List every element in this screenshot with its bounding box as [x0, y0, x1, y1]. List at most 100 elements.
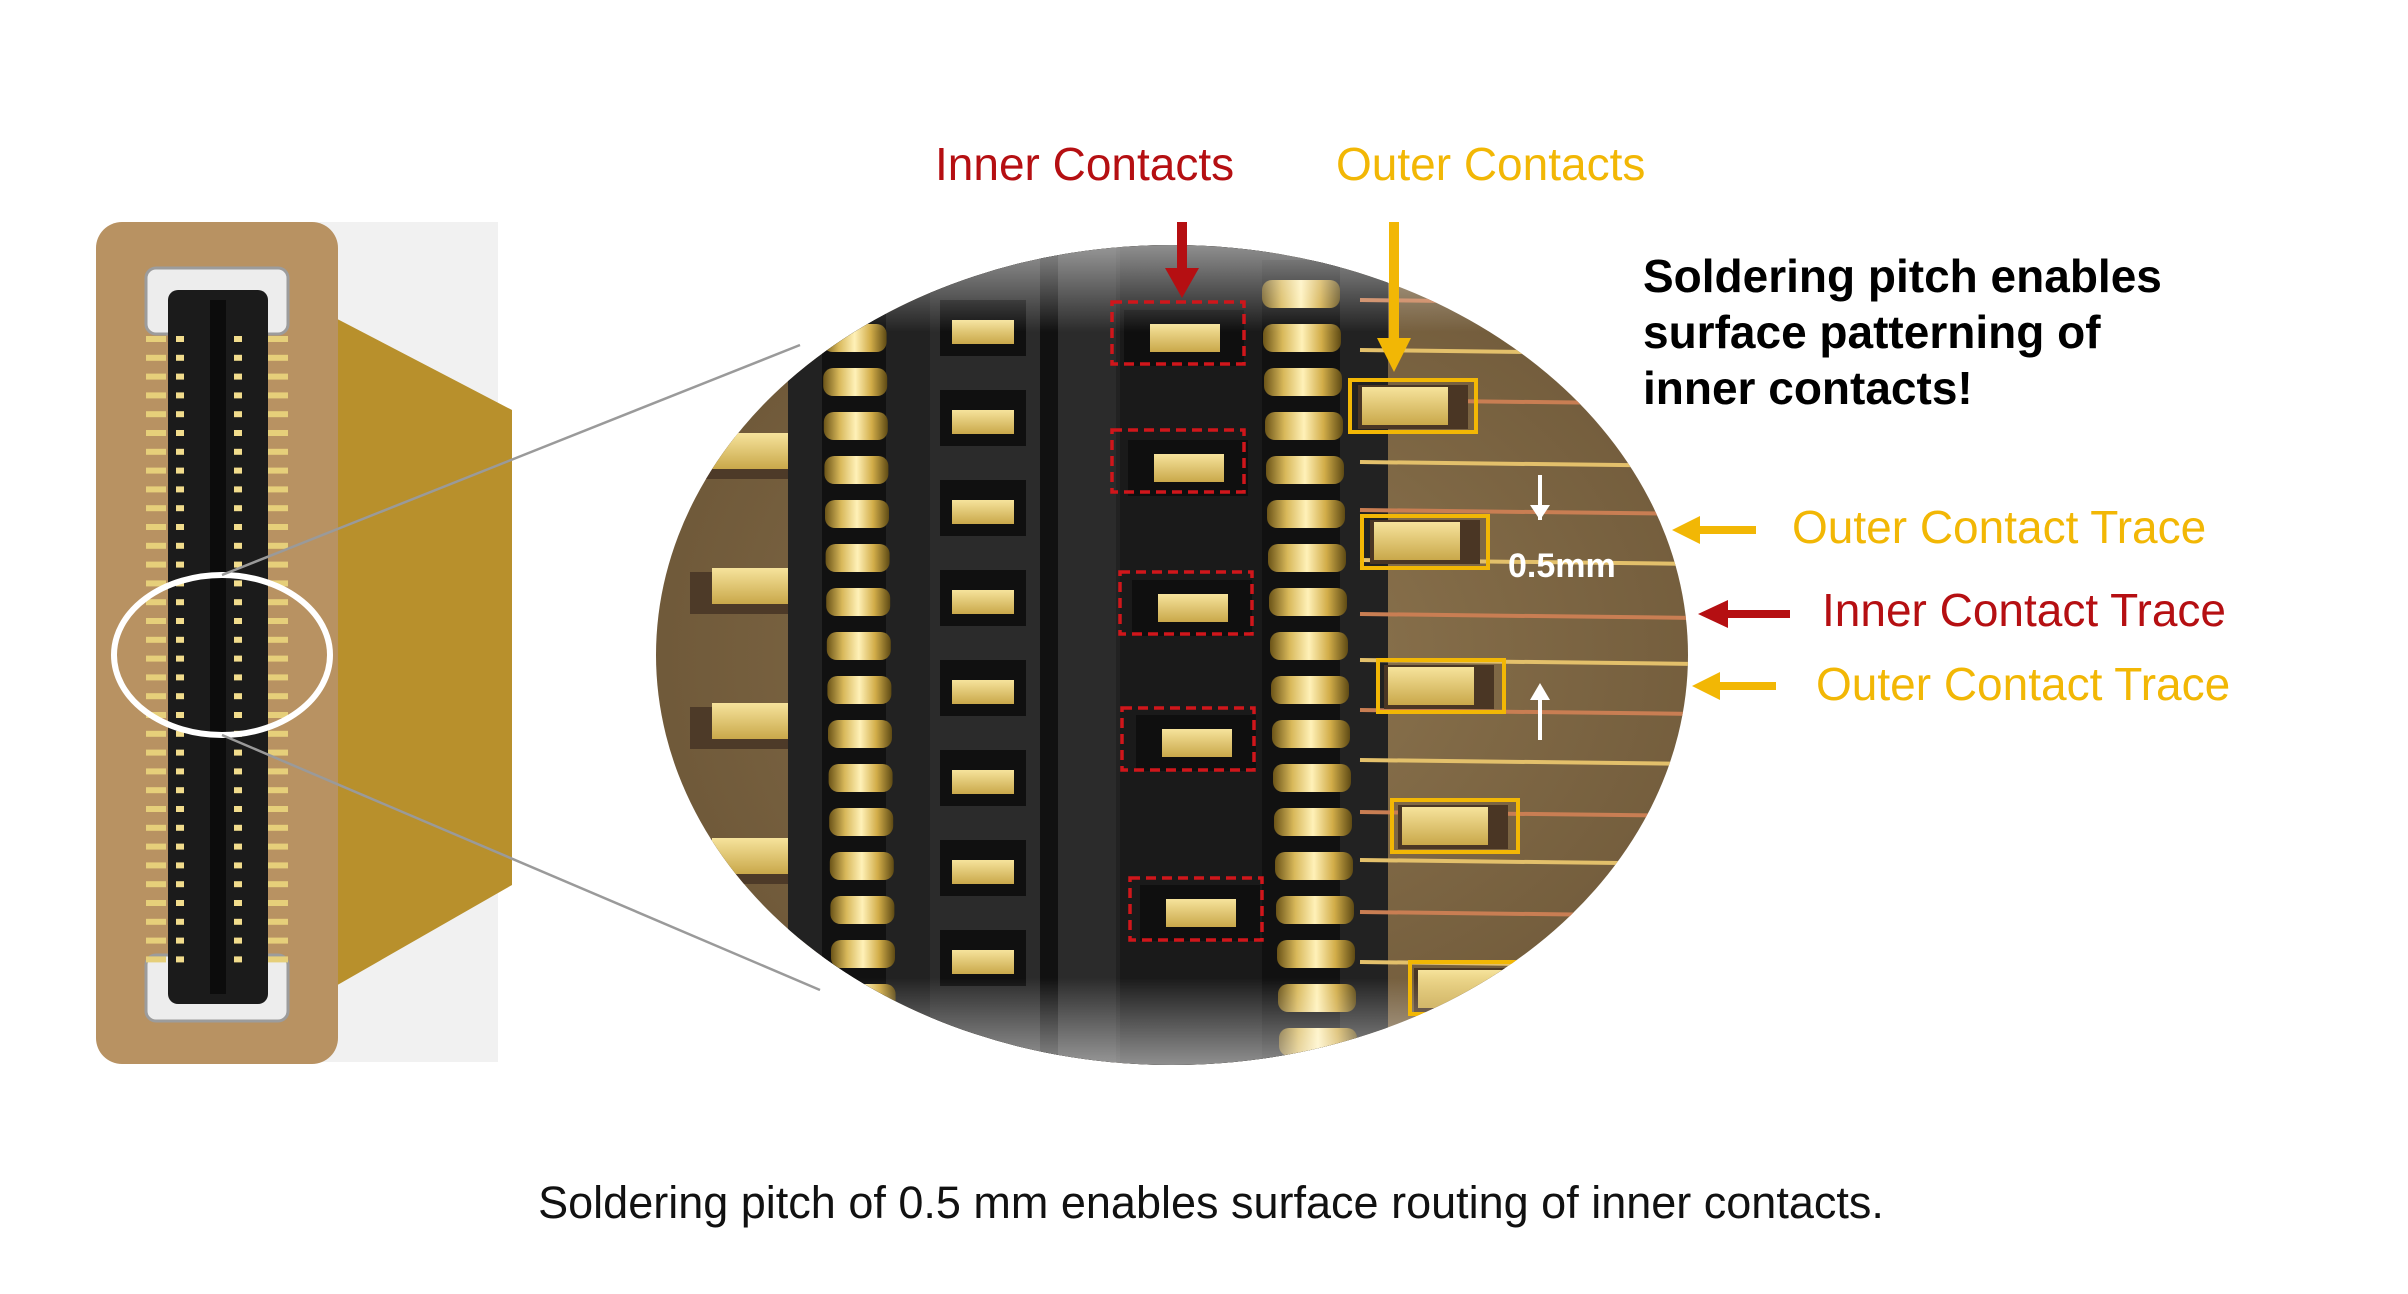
overview-pin-outer-right — [268, 806, 288, 812]
overview-pin-outer-left — [146, 674, 166, 681]
overview-pin-outer-left — [146, 411, 166, 418]
overview-pin-outer-right — [268, 411, 288, 418]
overview-pin-inner-right — [234, 561, 242, 568]
overview-pin-inner-left — [176, 618, 184, 624]
inner-contact-highlight — [1128, 876, 1264, 942]
overview-pin-inner-right — [234, 373, 242, 380]
overview-pin-inner-right — [234, 430, 242, 436]
overview-pin-inner-left — [176, 862, 184, 869]
outer-trace-top-arrow — [1672, 516, 1756, 544]
outer-contacts-arrow — [1377, 222, 1411, 372]
overview-pin-outer-right — [268, 749, 288, 756]
overview-pin-inner-left — [176, 918, 184, 925]
overview-pin-inner-left — [176, 956, 184, 963]
zoom-line-bottom — [221, 733, 821, 992]
outer-contact-highlight — [1390, 798, 1520, 854]
overview-pin-outer-left — [146, 693, 166, 700]
overview-pin-outer-left — [146, 373, 166, 380]
flex-cable — [320, 310, 512, 995]
inner-contact-highlights — [1110, 300, 1264, 942]
overview-pin-outer-left — [146, 430, 166, 436]
outer-trace-bottom-label: Outer Contact Trace — [1816, 658, 2230, 710]
overview-pin-outer-left — [146, 881, 166, 888]
overview-pin-outer-right — [268, 373, 288, 380]
inner-contact-highlight — [1120, 706, 1256, 772]
overview-pin-outer-left — [146, 918, 166, 925]
overview-pin-inner-right — [234, 467, 242, 474]
overview-pin-inner-left — [176, 448, 184, 455]
outer-trace-bottom-arrow — [1692, 672, 1776, 700]
overview-pin-outer-right — [268, 937, 288, 944]
overview-pin-inner-right — [234, 918, 242, 925]
overview-pin-outer-left — [146, 561, 166, 568]
overview-pin-outer-right — [268, 430, 288, 436]
overview-pin-inner-left — [176, 430, 184, 436]
inner-contacts-label: Inner Contacts — [935, 138, 1234, 190]
overview-pin-inner-right — [234, 505, 242, 512]
outer-contact-highlight — [1348, 378, 1478, 434]
overview-pin-inner-right — [234, 843, 242, 850]
pitch-arrow-bottom-head — [1530, 683, 1550, 700]
outer-contact-highlights — [1348, 378, 1538, 1016]
overview-pin-inner-right — [234, 712, 242, 718]
overview-pin-outer-right — [268, 524, 288, 530]
overview-pin-inner-right — [234, 636, 242, 643]
overview-pin-outer-left — [146, 636, 166, 643]
overview-pin-outer-left — [146, 768, 166, 775]
overview-pin-inner-right — [234, 618, 242, 624]
overview-pin-outer-right — [268, 486, 288, 493]
overview-pin-outer-right — [268, 693, 288, 700]
overview-pin-inner-left — [176, 806, 184, 812]
overview-pin-outer-left — [146, 580, 166, 587]
overview-pin-inner-left — [176, 467, 184, 474]
overview-pin-outer-left — [146, 749, 166, 756]
overview-pin-outer-left — [146, 862, 166, 869]
overview-pin-outer-right — [268, 336, 288, 342]
overview-pin-inner-right — [234, 599, 242, 606]
overview-pin-inner-right — [234, 806, 242, 812]
pitch-label: 0.5mm — [1508, 547, 1616, 585]
overview-pin-outer-right — [268, 730, 288, 737]
overview-pin-outer-left — [146, 486, 166, 493]
overview-pin-outer-left — [146, 505, 166, 512]
overview-pin-outer-right — [268, 542, 288, 549]
outer-contact-highlight — [1376, 658, 1506, 714]
zoom-edge-fade — [656, 245, 1688, 1065]
overview-pin-outer-right — [268, 674, 288, 681]
overview-pin-outer-right — [268, 448, 288, 455]
overview-pin-outer-right — [268, 712, 288, 718]
inner-trace-arrow — [1698, 600, 1790, 628]
overview-pin-outer-left — [146, 599, 166, 606]
overview-pin-outer-left — [146, 336, 166, 342]
overview-pin-outer-left — [146, 448, 166, 455]
gold-band — [822, 280, 886, 308]
overview-pin-outer-right — [268, 655, 288, 662]
overview-pin-outer-right — [268, 824, 288, 831]
overview-pin-inner-left — [176, 524, 184, 530]
overview-pin-inner-left — [176, 373, 184, 380]
overview-pin-inner-right — [234, 674, 242, 681]
overview-pin-outer-left — [146, 524, 166, 530]
overview-pin-inner-right — [234, 956, 242, 963]
overview-pin-inner-left — [176, 787, 184, 794]
outer-contact-highlight — [1360, 514, 1490, 570]
overview-pin-inner-left — [176, 354, 184, 361]
overview-pin-inner-right — [234, 824, 242, 831]
overview-pin-outer-right — [268, 599, 288, 606]
connector-center-slot — [210, 300, 226, 994]
overview-pin-outer-left — [146, 354, 166, 361]
callout-line-2: surface patterning of — [1643, 306, 2101, 358]
overview-pin-inner-right — [234, 524, 242, 530]
pitch-annotation — [1530, 475, 1550, 740]
overview-pin-outer-right — [268, 918, 288, 925]
overview-pin-outer-right — [268, 561, 288, 568]
overview-pin-inner-left — [176, 486, 184, 493]
overview-pin-inner-right — [234, 411, 242, 418]
overview-pin-inner-left — [176, 730, 184, 737]
overview-pin-inner-right — [234, 486, 242, 493]
inner-contact-highlight — [1110, 300, 1246, 366]
overview-pin-inner-left — [176, 674, 184, 681]
overview-pin-inner-right — [234, 448, 242, 455]
overview-pin-outer-left — [146, 730, 166, 737]
overview-pin-outer-right — [268, 956, 288, 963]
